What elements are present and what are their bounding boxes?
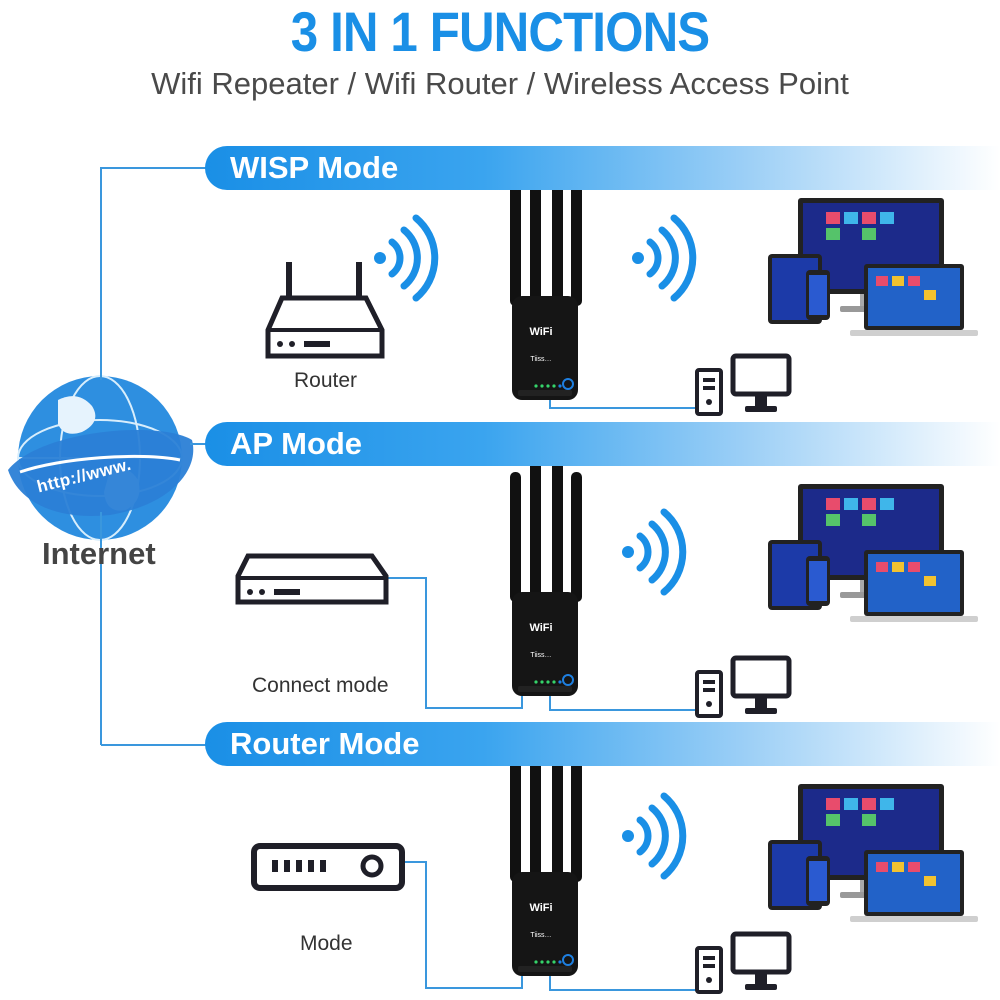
internet-label: Internet bbox=[42, 536, 156, 571]
mode-banner-wisp bbox=[205, 146, 1000, 190]
mode-banner-ap bbox=[205, 422, 1000, 466]
mode-title-router: Router Mode bbox=[230, 726, 420, 761]
desktop-computer-icon bbox=[697, 658, 789, 716]
source-label-connect-mode: Connect mode bbox=[252, 674, 389, 697]
source-label-mode: Mode bbox=[300, 932, 353, 955]
source-label-router: Router bbox=[294, 369, 358, 392]
connection-lines bbox=[100, 167, 696, 991]
mode-title-ap: AP Mode bbox=[230, 426, 363, 461]
device-brand: Tiiss… bbox=[530, 652, 552, 659]
wifi-signal-icon bbox=[622, 512, 683, 592]
device-logo: WiFi bbox=[529, 622, 553, 634]
wifi-signal-icon bbox=[622, 796, 683, 876]
mode-title-wisp: WISP Mode bbox=[230, 150, 399, 185]
modem-icon bbox=[235, 553, 389, 605]
router-icon bbox=[265, 262, 385, 359]
device-brand: Tiiss… bbox=[530, 356, 552, 363]
devices-icon bbox=[768, 784, 978, 922]
devices-icon bbox=[768, 198, 978, 336]
page-title: 3 IN 1 FUNCTIONS bbox=[290, 0, 710, 63]
device-logo: WiFi bbox=[529, 902, 553, 914]
devices-icon bbox=[768, 484, 978, 622]
desktop-computer-icon bbox=[697, 934, 789, 992]
wifi-signal-icon bbox=[632, 218, 693, 298]
device-brand: Tiiss… bbox=[530, 932, 552, 939]
mode-banner-router bbox=[205, 722, 1000, 766]
device-logo: WiFi bbox=[529, 326, 553, 338]
globe-icon bbox=[8, 375, 194, 541]
wifi-signal-icon bbox=[374, 218, 435, 298]
switch-icon bbox=[251, 843, 405, 891]
page-subtitle: Wifi Repeater / Wifi Router / Wireless A… bbox=[151, 66, 849, 101]
desktop-computer-icon bbox=[697, 356, 789, 414]
